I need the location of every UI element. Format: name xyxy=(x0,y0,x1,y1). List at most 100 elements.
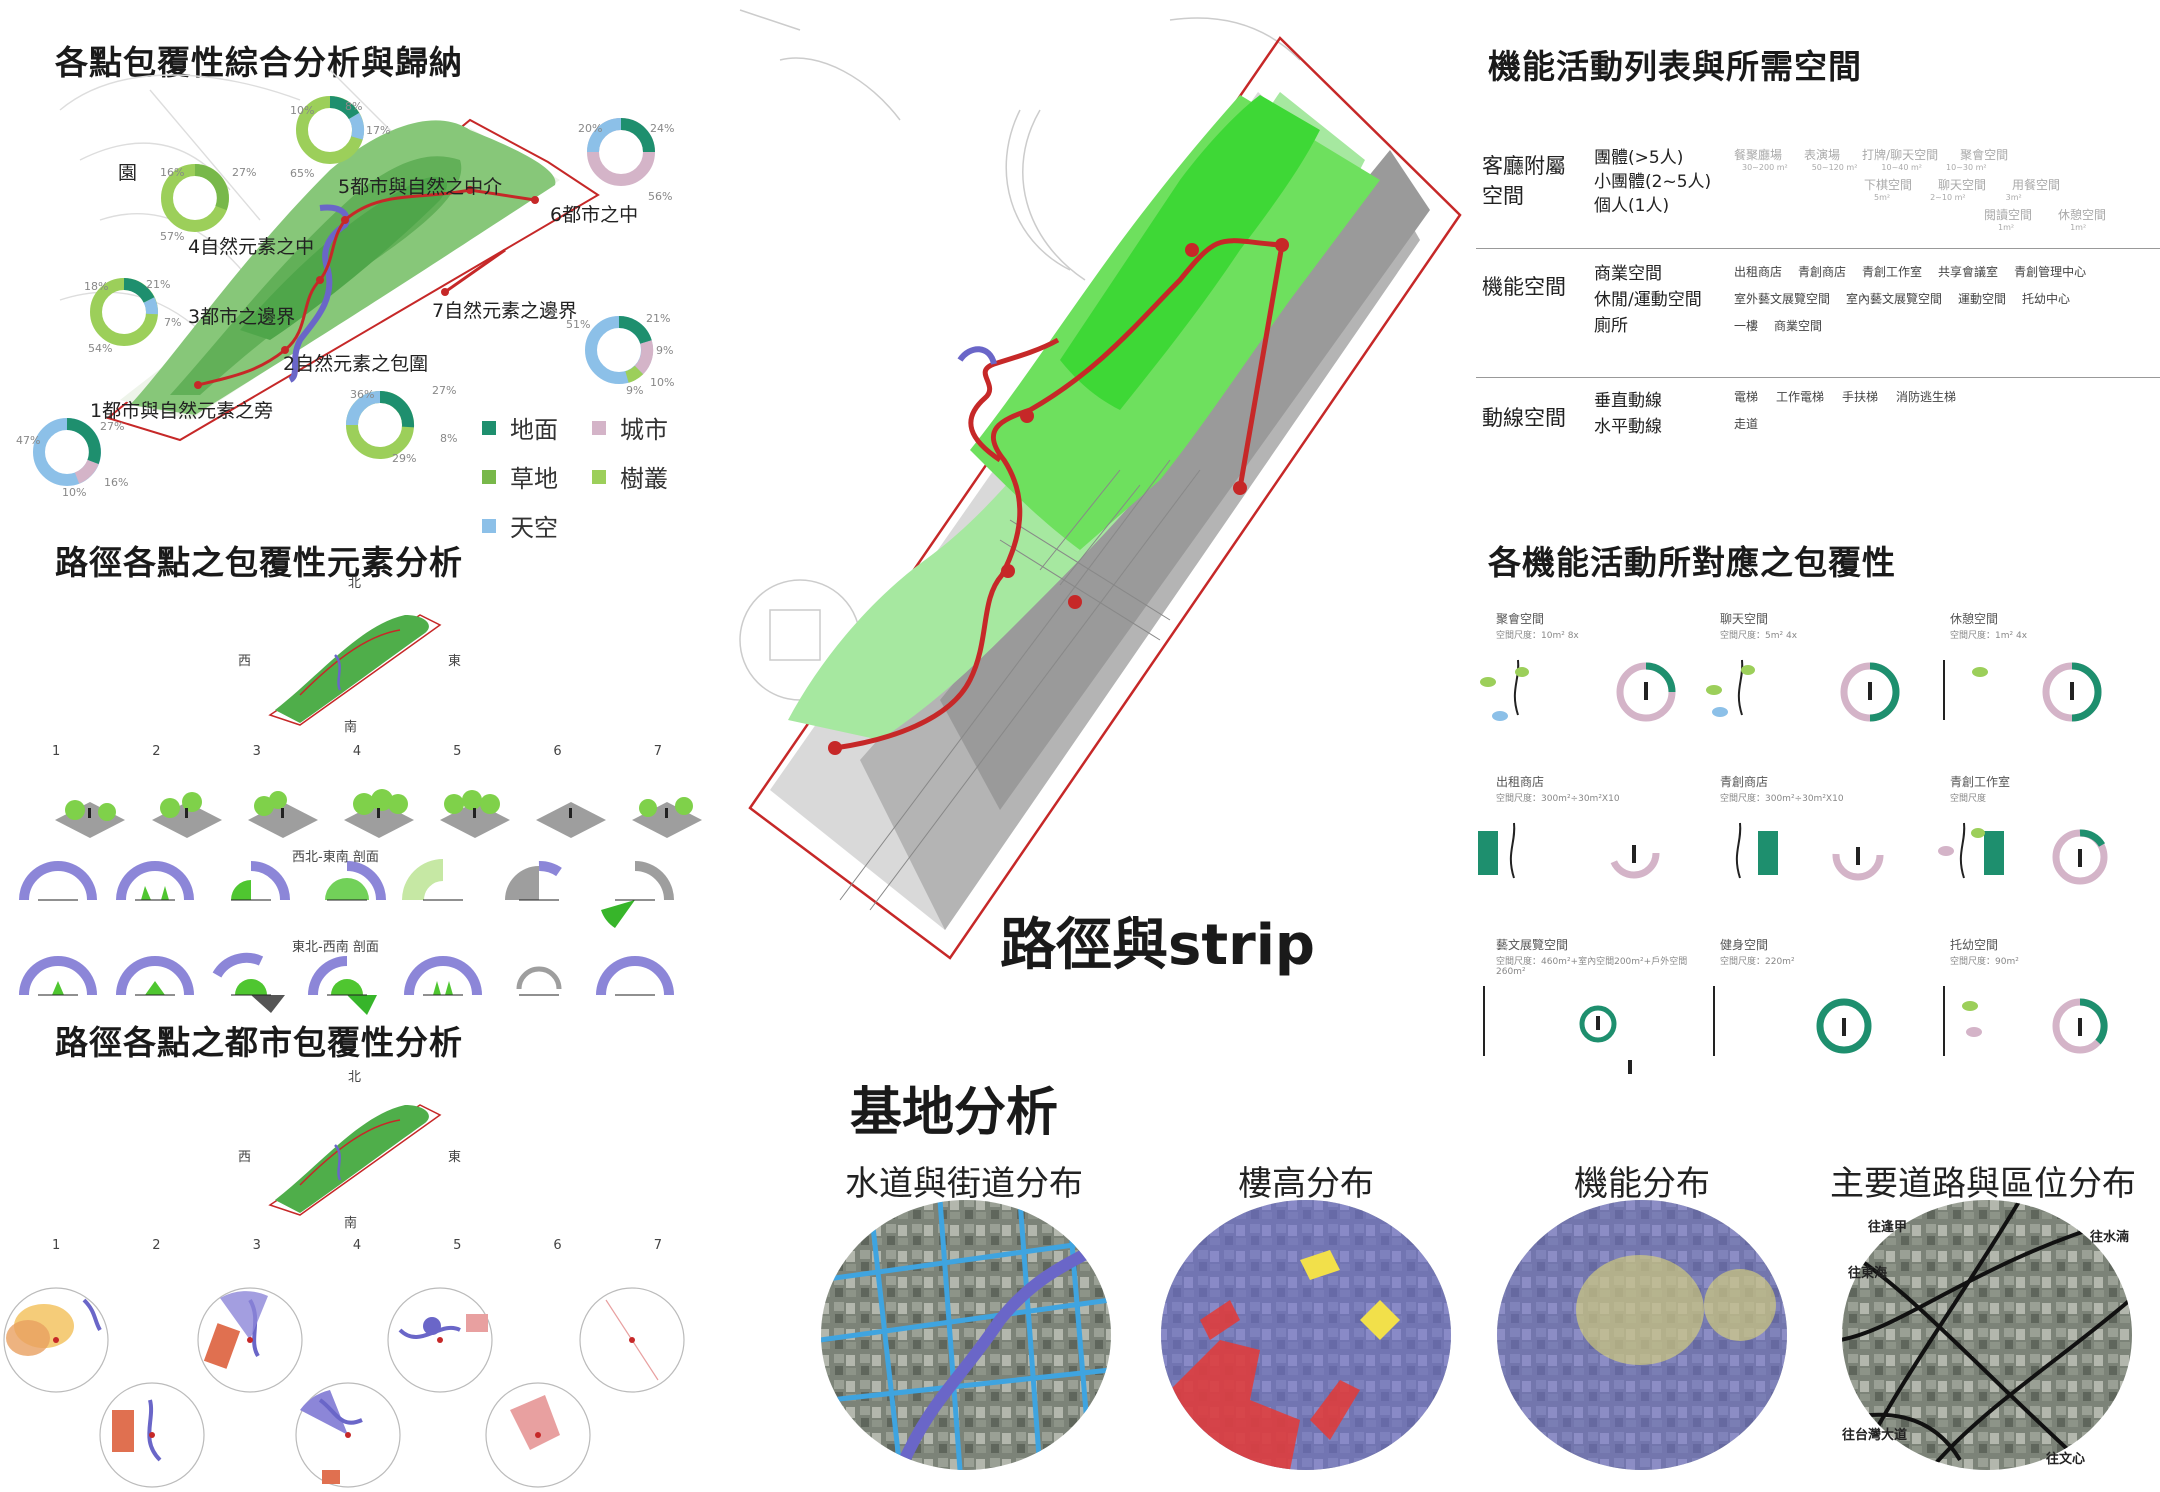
enclosure-card-title: 聚會空間 xyxy=(1496,612,1545,626)
point-number: 4 xyxy=(352,1238,362,1253)
element-analysis-sections xyxy=(19,789,702,1015)
function-note: 3m² xyxy=(2005,193,2022,202)
function-item: 商業空間 xyxy=(1774,319,1823,333)
pct-label: 65% xyxy=(290,167,315,180)
function-note: 10~40 m² xyxy=(1881,163,1923,172)
function-item: 室內藝文展覽空間 xyxy=(1846,292,1943,306)
enclosure-card-note: 空間尺度：300m²÷30m²X10 xyxy=(1720,794,1844,804)
function-note: 2~10 m² xyxy=(1930,193,1966,202)
road-label: 往文心 xyxy=(2046,1452,2086,1467)
mini-site-map-urban xyxy=(268,1104,442,1216)
enclosure-card-title: 出租商店 xyxy=(1496,775,1545,789)
urban-enclosure-circles xyxy=(3,1287,685,1488)
ring-chart-4 xyxy=(587,118,655,186)
function-item: 托幼中心 xyxy=(2022,292,2071,306)
function-note: 50~120 m² xyxy=(1811,163,1858,172)
legend-swatch xyxy=(482,420,496,435)
point-number: 3 xyxy=(252,744,261,759)
function-item: 運動空間 xyxy=(1958,292,2007,306)
pct-label: 27% xyxy=(232,166,257,179)
pct-label: 51% xyxy=(566,318,591,331)
function-item: 電梯 xyxy=(1734,390,1759,404)
point-number: 2 xyxy=(152,744,161,759)
enclosure-card-note: 空間尺度：460m²+室內空間200m²+戶外空間260m² xyxy=(1496,957,1688,977)
point-label-1: 1都市與自然元素之旁 xyxy=(90,400,274,422)
point-number: 2 xyxy=(152,1238,161,1253)
point-number: 5 xyxy=(453,1238,462,1253)
function-item: 餐聚廳場 xyxy=(1734,148,1783,162)
pct-label: 29% xyxy=(392,452,417,465)
ring-chart-2 xyxy=(161,164,229,232)
function-item: 走道 xyxy=(1734,417,1759,431)
enclosure-card-note: 空間尺度：1m² 4x xyxy=(1950,631,2028,641)
function-item: 閱讀空間 xyxy=(1984,208,2033,222)
function-item: 室外藝文展覽空間 xyxy=(1734,292,1831,306)
title-function-list: 機能活動列表與所需空間 xyxy=(1488,47,1862,86)
point-number-row: 1 2 3 4 5 6 7 xyxy=(52,744,662,759)
function-row: 客廳附屬 空間 團體(>5人) 小團體(2~5人) 個人(1人) 餐聚廳場表演場… xyxy=(1476,130,2160,249)
point-number: 7 xyxy=(653,744,662,759)
enclosure-card-title: 聊天空間 xyxy=(1720,612,1769,626)
enclosure-card-title: 藝文展覽空間 xyxy=(1496,938,1569,952)
function-type: 水平動線 xyxy=(1594,417,1662,437)
title-urban-analysis: 路徑各點之都市包覆性分析 xyxy=(55,1023,463,1062)
point-number: 6 xyxy=(553,1238,562,1253)
pct-label: 16% xyxy=(160,166,185,179)
function-item: 青創工作室 xyxy=(1862,265,1923,279)
function-note: 1m² xyxy=(1998,223,2015,232)
enclosure-card-title: 青創商店 xyxy=(1720,775,1769,789)
pct-label: 20% xyxy=(578,122,603,135)
road-label: 往東海 xyxy=(1848,1266,1888,1281)
function-row: 機能空間 商業空間 休閒/運動空間 廁所 出租商店青創商店青創工作室共享會議室青… xyxy=(1476,249,2160,378)
function-category: 機能空間 xyxy=(1482,275,1566,299)
ring-chart-5 xyxy=(585,315,654,384)
enclosure-card: 青創商店 空間尺度：300m²÷30m²X10 xyxy=(1700,763,1930,926)
function-item: 休憩空間 xyxy=(2058,208,2107,222)
function-type: 休閒/運動空間 xyxy=(1594,290,1702,310)
ring-chart-7 xyxy=(33,418,101,486)
function-item: 下棋空間 xyxy=(1864,178,1913,192)
enclosure-card: 出租商店 空間尺度：300m²÷30m²X10 xyxy=(1470,763,1700,926)
ring-chart-1 xyxy=(296,96,365,164)
pct-label: 36% xyxy=(350,388,375,401)
site-analysis-title: 基地分析 xyxy=(850,1083,1059,1143)
point-number: 5 xyxy=(453,744,462,759)
function-type: 小團體(2~5人) xyxy=(1594,172,1712,192)
point-label-2: 2自然元素之包圍 xyxy=(283,353,429,375)
pct-label: 27% xyxy=(432,384,457,397)
function-note: 1m² xyxy=(2070,223,2087,232)
strip-title: 路徑與strip xyxy=(1000,913,1315,978)
pct-label: 21% xyxy=(146,278,171,291)
pct-label: 24% xyxy=(650,122,675,135)
park-label: 園 xyxy=(118,162,138,184)
pct-label: 17% xyxy=(366,124,391,137)
pct-label: 8% xyxy=(345,100,363,113)
point-number: 6 xyxy=(553,744,562,759)
pct-label: 54% xyxy=(88,342,113,355)
function-note: 5m² xyxy=(1874,193,1891,202)
function-note: 10~30 m² xyxy=(1946,163,1987,172)
title-element-analysis: 路徑各點之包覆性元素分析 xyxy=(55,543,463,582)
legend-swatch xyxy=(482,518,496,533)
road-label: 往逢甲 xyxy=(1868,1220,1908,1235)
pct-label: 10% xyxy=(290,104,315,117)
pct-label: 27% xyxy=(100,420,125,433)
enclosure-card-title: 休憩空間 xyxy=(1950,612,1999,626)
enclosure-card-note: 空間尺度：5m² 4x xyxy=(1720,631,1798,641)
enclosure-card-grid: 聚會空間 空間尺度：10m² 8x 聊天空間 空間尺度：5m² 4x 休憩空間 … xyxy=(1470,600,2160,1090)
pct-label: 16% xyxy=(104,476,129,489)
pct-label: 47% xyxy=(16,434,41,447)
overall-site-diagram xyxy=(33,69,655,486)
site-map-title: 水道與街道分布 xyxy=(845,1164,1083,1204)
enclosure-card: 青創工作室 空間尺度 xyxy=(1930,763,2160,926)
compass-north: 北 xyxy=(348,576,362,591)
ring-chart-3 xyxy=(90,278,158,346)
function-item: 聊天空間 xyxy=(1938,178,1987,192)
point-label-6: 6都市之中 xyxy=(550,204,639,226)
enclosure-card-note: 空間尺度：300m²÷30m²X10 xyxy=(1496,794,1620,804)
point-number: 1 xyxy=(52,744,61,759)
point-label-7: 7自然元素之邊界 xyxy=(432,300,578,322)
pct-label: 10% xyxy=(650,376,675,389)
function-table: 客廳附屬 空間 團體(>5人) 小團體(2~5人) 個人(1人) 餐聚廳場表演場… xyxy=(1476,130,2160,458)
enclosure-card: 健身空間 空間尺度：220m² xyxy=(1700,926,1930,1089)
